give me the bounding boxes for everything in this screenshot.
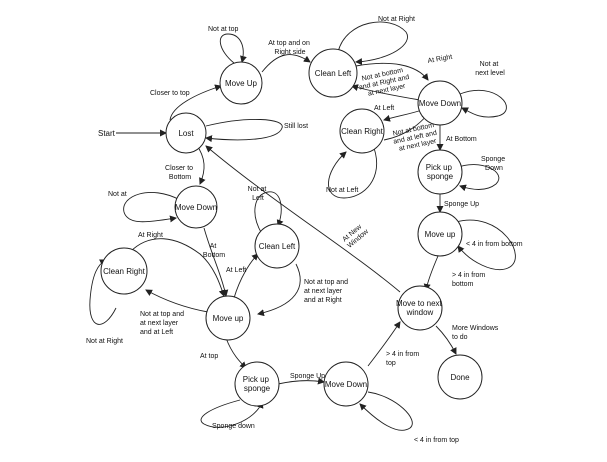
label-at-right-left: At Right (138, 232, 163, 239)
edge-pick-up-self (455, 164, 500, 192)
edge-clean-left-self (337, 21, 408, 66)
label-not-top-right-next: Not at top and at next layer and at Righ… (304, 279, 350, 304)
state-clean-right-mid: Clean Right (339, 108, 385, 154)
state-lost: Lost (165, 112, 207, 154)
pick-up-sponge-right-line2: sponge (427, 172, 454, 181)
state-move-up-right: Move up (417, 211, 463, 257)
state-move-up-center: Move up (205, 295, 251, 341)
edge-move-up-self (219, 33, 247, 64)
label-not-at-right-top: Not at Right (378, 16, 415, 23)
state-move-down-left: Move Down (174, 185, 218, 229)
label-closer-to-top: Closer to top (150, 90, 190, 97)
edge-move-down-self (459, 89, 507, 118)
svg-text:Pick up sponge: Pick up sponge (243, 375, 271, 393)
label-sponge-down-bottom: Sponge down (212, 423, 255, 430)
label-lt4-from-bottom: < 4 in from bottom (466, 241, 523, 248)
state-clean-left-top: Clean Left (308, 48, 358, 98)
state-move-to-next-window: Move to next window (396, 285, 444, 331)
svg-text:Move Down: Move Down (325, 380, 367, 389)
label-at-new-window: At New Window (341, 222, 370, 250)
edge-clean-left-to-move-down (355, 62, 429, 81)
state-move-down-bottom: Move Down (323, 361, 369, 407)
edge-move-up-to-pick-up (225, 337, 247, 369)
state-move-up-top: Move Up (219, 61, 263, 105)
svg-text:Clean Right: Clean Right (341, 127, 384, 136)
svg-text:Clean Left: Clean Left (259, 242, 296, 251)
svg-text:Move Down: Move Down (419, 99, 461, 108)
start-label: Start (98, 129, 116, 138)
svg-text:Clean Left: Clean Left (315, 69, 352, 78)
label-at-right: At Right (427, 54, 453, 65)
label-gt4-from-top: > 4 in from top (386, 351, 421, 367)
label-not-bottom-right-next: Not at bottom and at Right and at next l… (357, 66, 414, 100)
label-not-at-left-clean: Not at Left (248, 186, 269, 202)
label-at-top-right-side: At top and on Right side (268, 40, 312, 56)
edge-clean-left-self-mid (254, 191, 284, 235)
svg-text:Move up: Move up (425, 230, 456, 239)
pick-up-sponge-right-line1: Pick up (426, 163, 453, 172)
label-not-bottom-left-next: Not at bottom and at left and at next la… (391, 121, 441, 153)
edge-clean-right-self (328, 147, 378, 199)
state-clean-left-mid: Clean Left (254, 223, 300, 269)
edge-clean-right-to-move-up (129, 238, 226, 297)
label-at-top: At top (200, 353, 218, 360)
edge-move-up-right-self (455, 219, 516, 270)
label-sponge-up-bottom: Sponge Up (290, 373, 325, 380)
edge-move-up-to-clean-right (145, 289, 209, 313)
svg-text:Clean Right: Clean Right (103, 267, 146, 276)
edge-move-down-to-clean-left (351, 84, 421, 101)
edge-next-window-to-done (435, 325, 457, 355)
label-gt4-from-bottom: > 4 in from bottom (452, 272, 487, 288)
edge-move-down-to-next-window (367, 321, 401, 367)
state-pick-up-sponge-right: Pick up sponge (417, 149, 463, 195)
edge-move-up-to-clean-left (261, 54, 311, 73)
svg-text:Done: Done (450, 373, 470, 382)
label-still-lost: Still lost (284, 123, 308, 130)
svg-text:Move to next window: Move to next window (396, 299, 444, 317)
edge-move-down-bottom-self (359, 391, 413, 431)
label-not-at-top: Not at top (208, 26, 238, 33)
label-sponge-down-right: Sponge Down (481, 156, 507, 172)
edge-move-up-to-clean-left (233, 253, 259, 299)
edge-lost-to-move-up (169, 84, 222, 121)
label-at-left-clean: At Left (226, 267, 246, 274)
edge-pick-up-to-move-down (277, 377, 325, 385)
svg-text:Move Down: Move Down (175, 203, 217, 212)
edge-lost-self (205, 119, 283, 143)
label-more-windows: More Windows to do (452, 325, 500, 341)
label-not-at-left-lost: Not at (108, 191, 127, 198)
svg-text:Move up: Move up (213, 314, 244, 323)
svg-text:Move Up: Move Up (225, 79, 258, 88)
label-at-left-mid: At Left (374, 105, 394, 112)
label-sponge-up-right: Sponge Up (444, 201, 479, 208)
edge-pick-up-bottom-self (200, 399, 264, 428)
state-clean-right-left: Clean Right (100, 247, 148, 295)
state-pick-up-sponge-bottom: Pick up sponge (234, 361, 280, 407)
label-not-at-left-mid: Not at Left (326, 187, 358, 194)
state-done: Done (437, 354, 483, 400)
label-not-at-next-level: Not at next level (475, 61, 505, 77)
edge-move-up-right-to-next-window (423, 255, 439, 291)
label-closer-to-bottom: Closer to Bottom (165, 165, 195, 181)
label-at-bottom-left: At Bottom (203, 243, 225, 259)
edge-clean-left-to-move-up (257, 263, 301, 317)
edge-clean-right-left-self (89, 259, 117, 325)
edge-move-down-left-self (123, 192, 181, 223)
label-not-at-right-left: Not at Right (86, 338, 123, 345)
label-not-top-left-next: Not at top and at next layer and at Left (140, 311, 186, 336)
state-move-down-right: Move Down (417, 80, 463, 126)
label-at-bottom: At Bottom (446, 136, 477, 143)
svg-text:Lost: Lost (178, 129, 194, 138)
svg-text:Pick up sponge: Pick up sponge (426, 163, 454, 181)
label-lt4-from-top: < 4 in from top (414, 437, 459, 444)
edge-next-window-to-lost (205, 145, 401, 293)
